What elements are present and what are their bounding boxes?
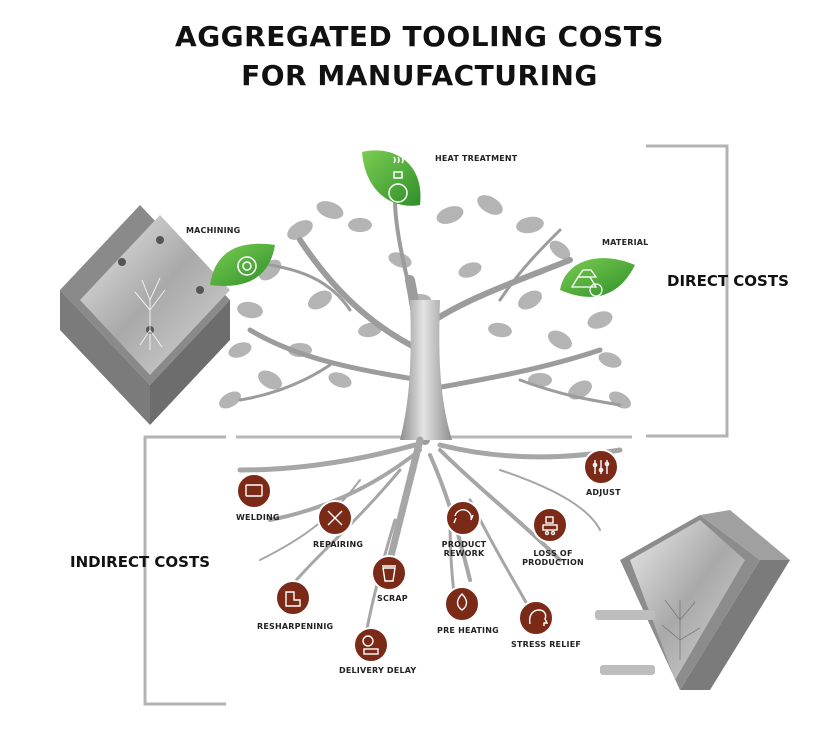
- repairing-label: REPAIRING: [313, 540, 364, 549]
- tree-canopy: [219, 195, 631, 409]
- page-title-line-2: FOR MANUFACTURING: [241, 59, 598, 92]
- product-rework-line-2: REWORK: [443, 549, 485, 558]
- gear-dollar-icon: [237, 256, 257, 276]
- tree-trunk: [400, 300, 452, 440]
- machining-label: MACHINING: [186, 226, 241, 235]
- direct-costs-label: DIRECT COSTS: [667, 272, 789, 290]
- indirect-costs-bracket: [143, 435, 226, 706]
- welding-label: WELDING: [236, 513, 280, 522]
- welding-machine-icon: [236, 473, 272, 509]
- material-label: MATERIAL: [602, 238, 649, 247]
- resharpening-label: RESHARPENINIG: [257, 622, 334, 631]
- delivery-delay-label: DELIVERY DELAY: [339, 666, 417, 675]
- product-rework-label: PRODUCT REWORK: [436, 540, 492, 558]
- head-brain-icon: [518, 600, 554, 636]
- loss-of-production-label: LOSS OF PRODUCTION: [520, 549, 586, 567]
- flask-dollar-icon: [388, 156, 408, 203]
- material-leaf: [560, 258, 635, 297]
- flame-icon: [444, 586, 480, 622]
- product-rework-line-1: PRODUCT: [441, 540, 487, 549]
- blade-icon: [275, 580, 311, 616]
- left-mold-plate: [60, 205, 230, 425]
- loss-of-production-line-1: LOSS OF: [533, 549, 573, 558]
- right-mold-plate: [595, 510, 790, 690]
- heat-treatment-leaf: [362, 150, 421, 206]
- loss-of-production-line-2: PRODUCTION: [522, 558, 584, 567]
- pre-heating-label: PRE HEATING: [437, 626, 499, 635]
- gold-bars-dollar-icon: [570, 269, 603, 297]
- page-title-line-1: AGGREGATED TOOLING COSTS: [175, 20, 664, 53]
- stress-relief-label: STRESS RELIEF: [511, 640, 582, 649]
- direct-costs-bracket: [646, 144, 729, 438]
- rework-cycle-icon: [445, 500, 481, 536]
- indirect-costs-label: INDIRECT COSTS: [70, 553, 211, 571]
- machining-leaf: [210, 243, 275, 286]
- scrap-label: SCRAP: [377, 594, 408, 603]
- adjust-label: ADJUST: [586, 488, 621, 497]
- heat-treatment-label: HEAT TREATMENT: [435, 154, 518, 163]
- trash-bin-icon: [371, 555, 407, 591]
